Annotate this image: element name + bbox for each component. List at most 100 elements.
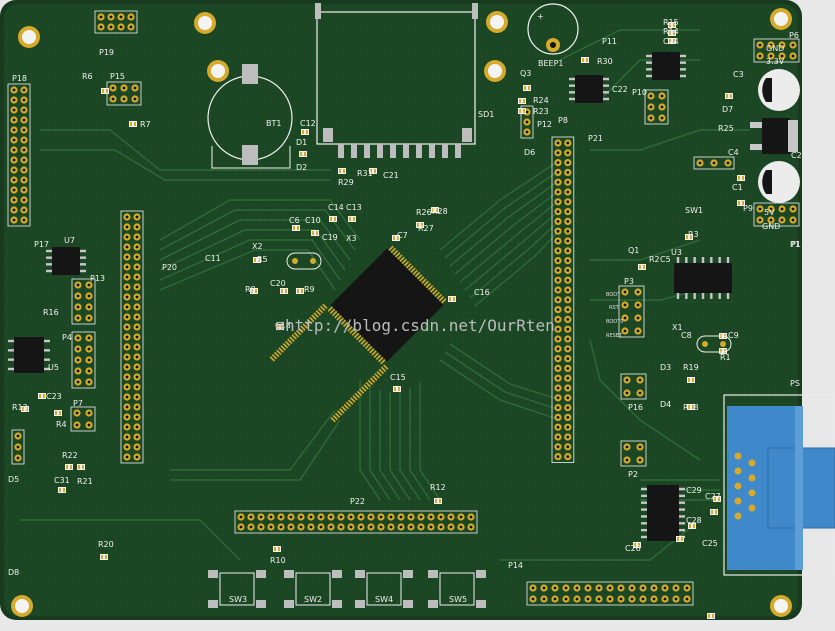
silk-label-sw1: SW1 [685,206,703,215]
smd-passive [434,498,442,504]
silk-label-p18: P18 [12,74,27,83]
smd-passive [296,288,304,294]
silk-label-p1_alt: P1 [790,240,800,249]
watermark-text: http://blog.csdn.net/OurRten [285,316,555,335]
silk-label-r15: R15 [663,18,679,27]
silk-label-c28: C28 [686,516,702,525]
silk-label-r1: R1 [720,353,731,362]
silk-label-r10: R10 [270,556,286,565]
silk-label-c3: C3 [733,70,744,79]
silk-label-r6: R6 [82,72,93,81]
silk-label-gnd_top: GND [766,44,784,53]
silk-label-sw2: SW2 [304,595,322,604]
smd-passive [338,168,346,174]
header-p7 [70,406,96,432]
smd-passive [54,410,62,416]
silk-label-p8: P8 [558,116,568,125]
mounting-holes [11,8,792,617]
silk-label-r16: R16 [43,308,59,317]
silk-label-c8: C8 [681,331,692,340]
ic-u5 [8,337,50,373]
silk-label-r3: R3 [688,230,699,239]
smd-passive [392,235,400,241]
silk-label-p4: P4 [62,333,72,342]
silk-label-r5: R5 [257,255,268,264]
header-p4 [71,331,96,389]
silk-label-p22: P22 [350,497,365,506]
smd-passive [668,38,676,44]
header-p14 [526,581,694,606]
silk-label-p12: P12 [537,120,552,129]
smd-passive [129,121,137,127]
silk-label-c18: C18 [275,321,291,330]
silk-label-c20: C20 [270,279,286,288]
silk-label-d6: D6 [524,148,535,157]
svg-text:+: + [537,12,544,21]
smd-passive [518,98,526,104]
silk-label-r22: R22 [62,451,78,460]
silk-label-sw4: SW4 [375,595,393,604]
silk-label-r8: R8 [245,285,256,294]
smd-passive [21,406,29,412]
smd-passive [393,386,401,392]
silk-label-p19: P19 [99,48,114,57]
smd-passive [311,230,319,236]
silk-label-r24: R24 [533,96,549,105]
silk-label-r2: R2 [649,255,660,264]
smd-passive [685,234,693,240]
silk-label-r30: R30 [597,57,613,66]
silk-label-p6: P6 [789,31,799,40]
header-d8 [11,429,25,465]
silk-label-c6: C6 [289,216,300,225]
smd-passive [687,377,695,383]
smd-passive [280,288,288,294]
silk-label-p16: P16 [628,403,643,412]
silk-label-p15: P15 [110,72,125,81]
silk-label-p7: P7 [73,399,83,408]
silk-label-c4: C4 [728,148,739,157]
silk-label-p11: P11 [602,37,617,46]
header-p13 [71,278,96,325]
silk-label-c10: C10 [305,216,321,225]
silk-label-sw3: SW3 [229,595,247,604]
smd-passive [719,348,727,354]
smd-passive [725,93,733,99]
silk-pin-label: BOOT0 [606,319,623,325]
silk-label-q1: Q1 [628,246,639,255]
header-p6 [753,38,800,63]
smd-passive [638,264,646,270]
smd-passive [38,393,46,399]
silk-label-p21: P21 [588,134,603,143]
smd-passive [65,464,73,470]
silk-label-d3: D3 [660,363,671,372]
smd-passive [668,30,676,36]
silk-label-r12: R12 [430,483,446,492]
silk-label-d4: D4 [660,400,671,409]
smd-passive [737,175,745,181]
smd-passive [710,509,718,515]
silk-label-p14: P14 [508,561,523,570]
smd-passive [448,296,456,302]
silk-label-sw5: SW5 [449,595,467,604]
silk-label-r29: R29 [338,178,354,187]
silk-label-c26: C26 [625,544,641,553]
silk-label-q3: Q3 [520,69,531,78]
silk-label-r13: R13 [12,403,28,412]
smd-passive [273,546,281,552]
silk-label-r14: R14 [663,27,679,36]
silk-label-c25: C25 [702,539,718,548]
battery-holder [207,64,293,169]
silk-label-p7_right: P1 [791,240,801,249]
ic-max232 [641,485,685,541]
silk-pin-label: BOOT [606,292,621,298]
silk-label-c7: C7 [397,231,408,240]
smd-passive [668,22,676,28]
header-p22 [234,510,478,534]
silk-label-bt1: BT1 [266,119,281,128]
smd-passive [253,257,261,263]
header-p3 [618,285,645,338]
smd-passive [250,288,258,294]
